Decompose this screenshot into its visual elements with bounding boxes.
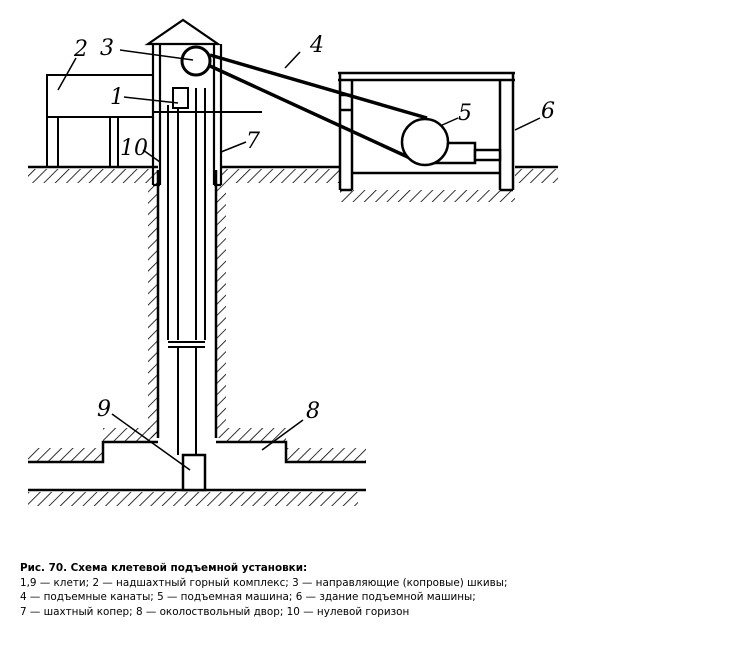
label-7: 7 <box>246 129 260 154</box>
caption-line: 4 — подъемные канаты; 5 — подъемная маши… <box>20 590 740 605</box>
cage-1 <box>173 88 188 108</box>
caption-line: 1,9 — клети; 2 — надшахтный горный компл… <box>20 576 740 591</box>
shaft-guides <box>168 88 205 455</box>
label-1: 1 <box>110 85 124 110</box>
label-10: 10 <box>120 136 148 161</box>
hoisting-machine <box>402 119 500 165</box>
caption-line: 7 — шахтный копер; 8 — околоствольный дв… <box>20 605 740 620</box>
shaft <box>148 170 226 438</box>
label-3: 3 <box>100 36 114 61</box>
figure-caption: Рис. 70. Схема клетевой подъемной устано… <box>20 561 740 619</box>
label-6: 6 <box>541 99 555 124</box>
surface-complex <box>47 75 262 167</box>
caption-title: Рис. 70. Схема клетевой подъемной устано… <box>20 561 740 576</box>
hoisting-ropes <box>210 55 427 158</box>
number-labels: 2 3 1 10 7 4 5 6 9 8 <box>73 33 555 424</box>
label-9: 9 <box>97 397 111 422</box>
cage-9 <box>183 455 205 490</box>
label-8: 8 <box>306 399 320 424</box>
hoist-diagram: 2 3 1 10 7 4 5 6 9 8 <box>0 0 751 540</box>
headframe-sheave <box>182 47 210 75</box>
label-5: 5 <box>458 101 472 126</box>
label-4: 4 <box>309 33 324 58</box>
label-2: 2 <box>73 37 88 62</box>
